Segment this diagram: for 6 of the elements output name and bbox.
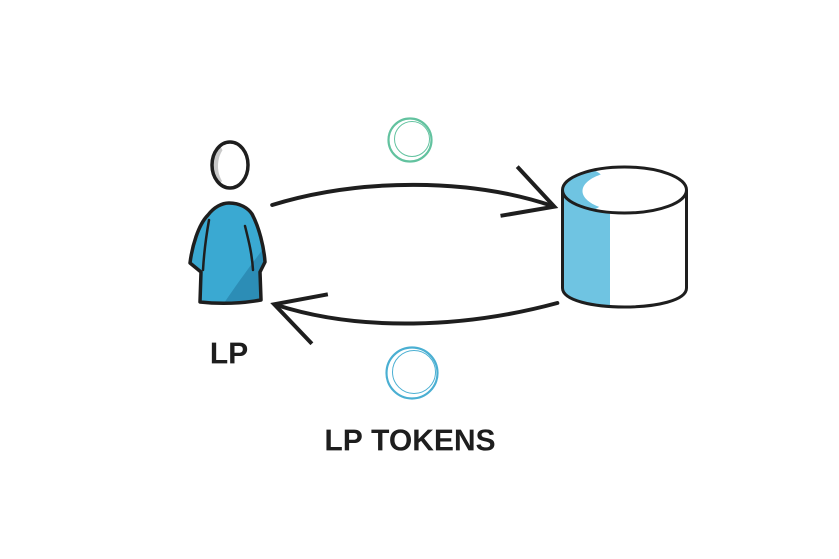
node-label: LP: [212, 342, 248, 364]
cylinder: [561, 166, 688, 308]
text-label: LP TOKENS: [326, 429, 494, 451]
person-figure: [188, 140, 267, 306]
curved-arrow: [270, 165, 558, 218]
curved-arrow: [270, 292, 560, 346]
